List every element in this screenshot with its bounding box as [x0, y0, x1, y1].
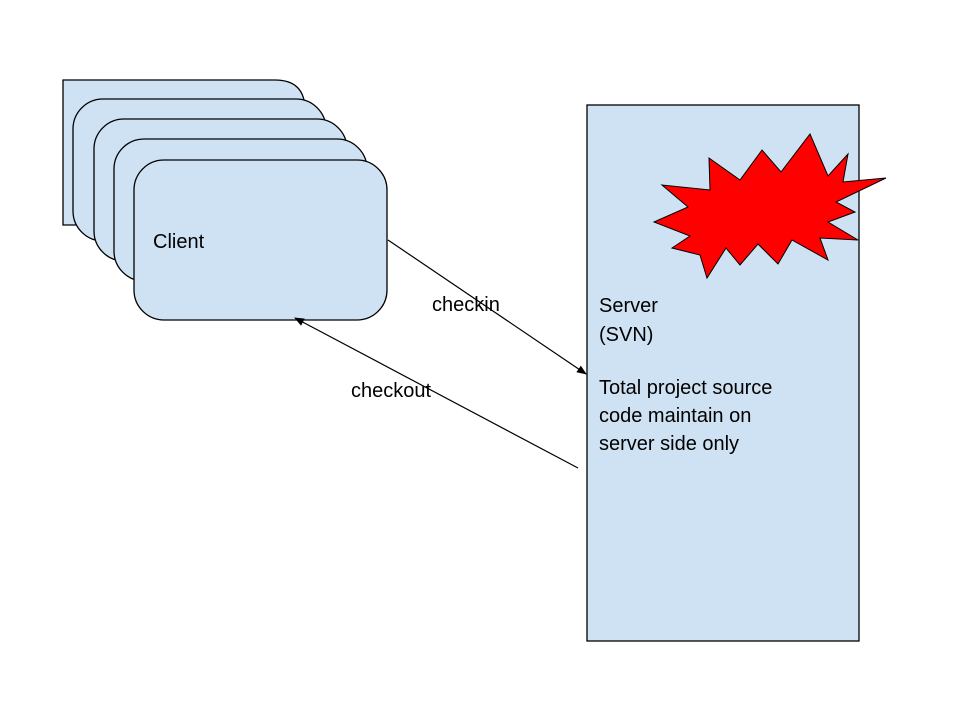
server-subtitle: (SVN) — [599, 324, 653, 346]
client-label: Client — [153, 231, 205, 253]
checkout-arrow — [294, 317, 579, 469]
client-card-front — [133, 159, 388, 321]
server-description-line-1: Total project source — [599, 377, 772, 399]
checkin-arrow — [387, 239, 587, 375]
server-description-line-3: server side only — [599, 433, 739, 455]
checkout-label: checkout — [351, 380, 431, 402]
server-title: Server — [599, 295, 658, 317]
server-description-line-2: code maintain on — [599, 405, 751, 427]
client-stack: Client — [62, 79, 388, 321]
checkin-label: checkin — [432, 294, 500, 316]
explosion-burst-icon — [652, 133, 887, 280]
